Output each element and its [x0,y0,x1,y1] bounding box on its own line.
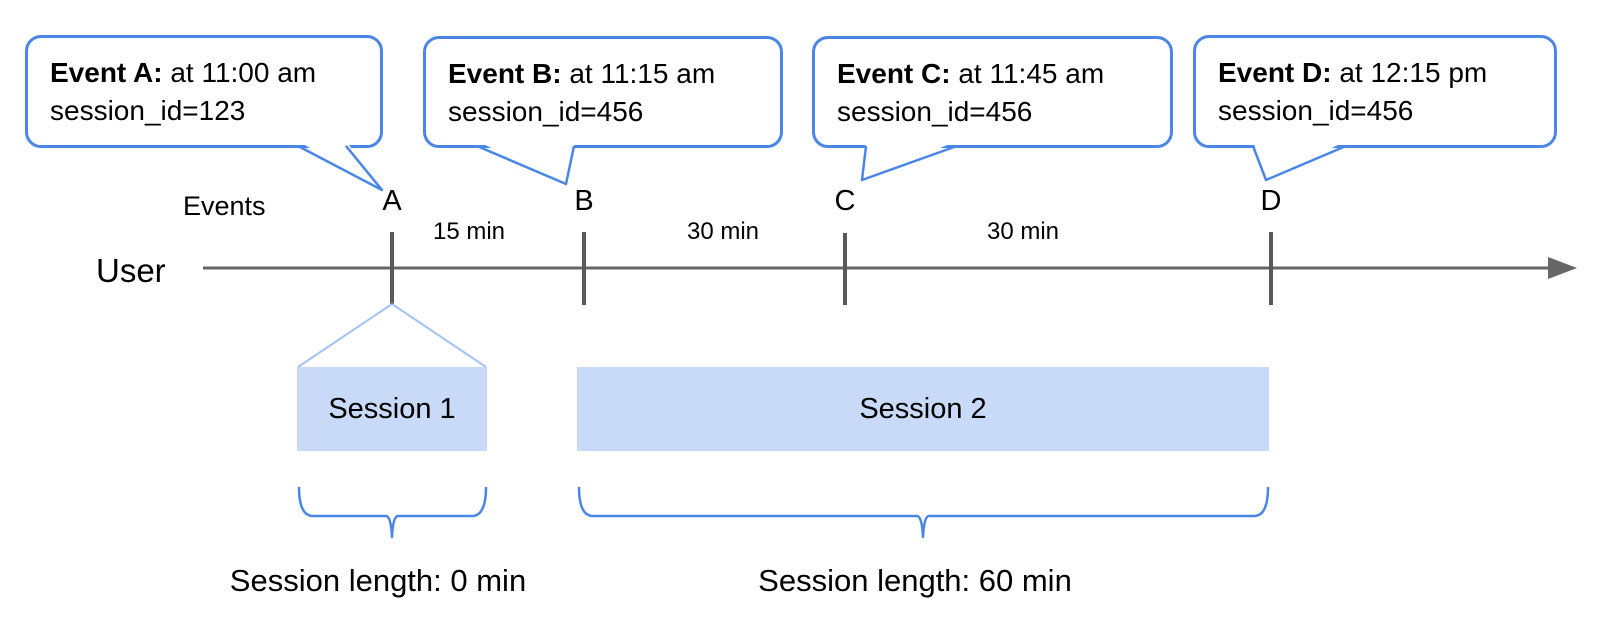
event-d-callout-line1: Event D: at 12:15 pm [1218,54,1534,92]
event-a-callout-time: at 11:00 am [162,57,317,88]
session-2-length-label: Session length: 60 min [758,563,1072,598]
event-b-callout-detail: session_id=456 [448,96,644,127]
event-d-marker: D [1260,185,1282,217]
event-c-callout: Event C: at 11:45 am session_id=456 [812,36,1173,148]
event-a-callout-title: Event A: [50,57,163,88]
session-2-label: Session 2 [859,392,987,425]
event-a-callout: Event A: at 11:00 am session_id=123 [25,35,383,148]
event-a-marker: A [382,185,402,217]
session-1-brace-icon [297,486,488,539]
event-a-callout-line1: Event A: at 11:00 am [50,54,360,92]
event-b-marker: B [574,185,594,217]
timeline-arrowhead-icon [1548,257,1577,279]
interval-a-b-label: 15 min [432,218,506,245]
event-b-callout-time: at 11:15 am [561,58,716,89]
interval-b-c-label: 30 min [686,218,760,245]
event-d-callout: Event D: at 12:15 pm session_id=456 [1193,35,1557,148]
event-c-callout-title: Event C: [837,58,951,89]
event-b-callout: Event B: at 11:15 am session_id=456 [423,36,783,148]
event-a-callout-detail: session_id=123 [50,95,246,126]
session-1-label: Session 1 [328,392,456,425]
event-d-callout-title: Event D: [1218,57,1332,88]
event-d-callout-detail: session_id=456 [1218,95,1414,126]
user-label: User [96,252,166,289]
event-c-marker: C [834,185,856,217]
event-b-callout-line1: Event B: at 11:15 am [448,55,760,93]
session-1-funnel-lines [297,303,487,368]
event-b-callout-title: Event B: [448,58,562,89]
session-1-length-label: Session length: 0 min [229,563,527,598]
session-2-bar: Session 2 [577,367,1269,451]
session-2-brace-icon [577,486,1270,539]
event-c-callout-line1: Event C: at 11:45 am [837,55,1150,93]
event-c-callout-time: at 11:45 am [950,58,1105,89]
event-d-callout-time: at 12:15 pm [1331,57,1488,88]
event-c-callout-detail: session_id=456 [837,96,1033,127]
session-1-bar: Session 1 [297,367,487,451]
interval-c-d-label: 30 min [986,218,1060,245]
events-axis-label: Events [183,191,266,221]
event-a-callout-tail-icon [297,141,384,192]
